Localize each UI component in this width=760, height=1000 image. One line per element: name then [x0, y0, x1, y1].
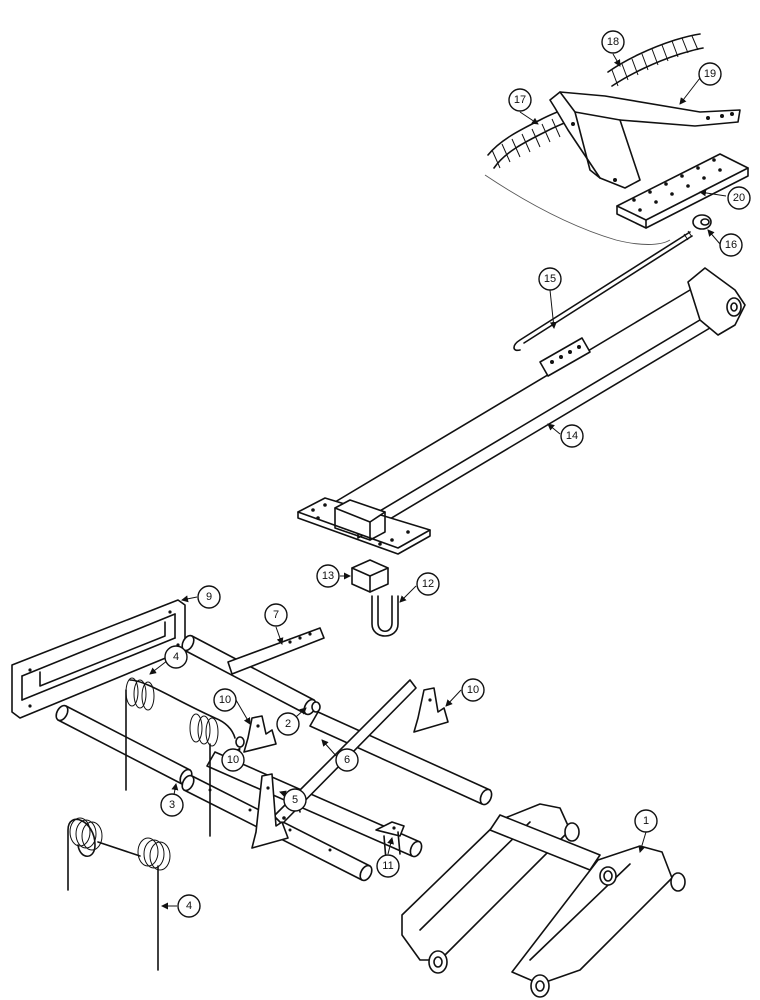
callout-15: 15 [538, 267, 562, 291]
callout-4-upper: 4 [164, 645, 188, 669]
arm-7 [227, 627, 325, 675]
callout-2: 2 [276, 712, 300, 736]
callout-label: 12 [422, 578, 434, 590]
callout-9: 10 [221, 748, 245, 772]
callout-label: 6 [344, 754, 350, 766]
callout-label: 11 [382, 860, 393, 872]
plate-20 [616, 153, 749, 229]
callout-label: 20 [733, 192, 745, 204]
bracket-10-left [243, 715, 277, 753]
u-bolt-12 [371, 595, 399, 637]
callout-label: 2 [285, 718, 291, 730]
callout-label: 9 [206, 591, 212, 603]
callout-6: 6 [335, 748, 359, 772]
callout-5: 5 [283, 788, 307, 812]
callout-label: 13 [322, 570, 334, 582]
callout-label: 18 [607, 36, 619, 48]
callout-3: 3 [160, 793, 184, 817]
spring-4-upper [125, 677, 236, 837]
callout-label: 5 [292, 794, 298, 806]
frame-1 [401, 803, 686, 998]
callout-label: 10 [467, 684, 479, 696]
assembly-outline [484, 174, 671, 245]
spring-4-lower [67, 817, 171, 971]
callout-1: 1 [634, 809, 658, 833]
callout-label: 7 [273, 609, 279, 621]
pin-2 [311, 701, 321, 713]
tube-3 [55, 704, 193, 786]
callout-4-lower: 4 [177, 894, 201, 918]
callout-16: 16 [719, 233, 743, 257]
spring-18 [607, 33, 704, 87]
callout-13: 13 [316, 564, 340, 588]
pin-9 [235, 736, 245, 748]
callout-18: 18 [601, 30, 625, 54]
callout-17: 17 [508, 88, 532, 112]
callout-label: 14 [566, 430, 578, 442]
main-beam-14 [297, 267, 746, 555]
callout-label: 4 [186, 900, 192, 912]
callout-14: 14 [560, 424, 584, 448]
callout-label: 4 [173, 651, 179, 663]
callout-label: 16 [725, 239, 737, 251]
callout-8: 9 [197, 585, 221, 609]
bracket-10-right [413, 687, 449, 733]
block-13 [351, 559, 389, 593]
callout-11: 11 [376, 854, 400, 878]
callout-label: 1 [643, 815, 649, 827]
plate-8 [11, 599, 186, 719]
callout-10-right: 10 [461, 678, 485, 702]
callout-10-left: 10 [213, 688, 237, 712]
callout-label: 3 [169, 799, 175, 811]
bracket-11 [375, 821, 405, 861]
callout-12: 12 [416, 572, 440, 596]
callout-label: 17 [514, 94, 526, 106]
bushing-16 [692, 214, 712, 230]
callout-label: 10 [227, 754, 239, 766]
callout-19: 19 [698, 62, 722, 86]
bracket-5 [251, 773, 289, 849]
bracket-19 [549, 91, 741, 189]
callout-label: 15 [544, 273, 556, 285]
callout-20: 20 [727, 186, 751, 210]
callout-label: 10 [219, 694, 231, 706]
callout-label: 19 [704, 68, 716, 80]
callout-7: 7 [264, 603, 288, 627]
